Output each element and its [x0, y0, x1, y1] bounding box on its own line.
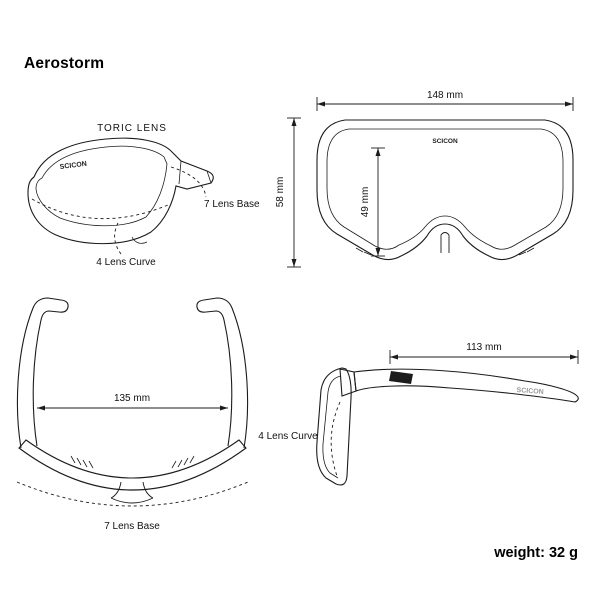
front-glasses: [316, 119, 574, 261]
left-temple: [16, 297, 69, 449]
dim-temple-113-label: 113 mm: [466, 342, 501, 353]
dim-width-148: [316, 97, 574, 111]
perspective-annotation-dashes: [31, 166, 207, 255]
temple-arm: [353, 368, 579, 403]
right-vent-lines: [518, 247, 535, 256]
arrow-right-icon: [570, 354, 578, 360]
top-view-drawing: 135 mm: [16, 297, 249, 507]
arrow-up-icon: [375, 148, 381, 156]
lens-base-dash-arc: [16, 481, 249, 507]
lens-inner-line: [35, 145, 168, 227]
brand-on-lens: SCICON: [59, 161, 87, 171]
front-view-drawing: 148 mm 58 mm 49 mm SCICON: [275, 90, 574, 268]
side-glasses: [316, 367, 579, 486]
dim-width-135: [37, 405, 228, 411]
logo-patch-icon: [389, 371, 413, 384]
left-vent-slots: [70, 455, 94, 469]
arrow-down-icon: [291, 259, 297, 267]
lens-curve-label-perspective: 4 Lens Curve: [96, 257, 156, 268]
dim-height-58: [287, 117, 301, 268]
brand-on-temple: SCICON: [516, 387, 544, 396]
lens-base-label-perspective: 7 Lens Base: [204, 199, 260, 210]
lens-inner-line: [326, 128, 564, 250]
weight-label: weight: 32 g: [494, 545, 578, 561]
arrow-left-icon: [317, 101, 325, 107]
dim-height-58-label: 58 mm: [275, 177, 286, 208]
arrow-right-icon: [565, 101, 573, 107]
arrow-left-icon: [390, 354, 398, 360]
dim-width-135-label: 135 mm: [114, 393, 150, 404]
arrow-up-icon: [291, 118, 297, 126]
lens-base-label-top: 7 Lens Base: [104, 521, 160, 532]
dim-lens-height-49-label: 49 mm: [360, 187, 371, 218]
hinge-block: [339, 368, 357, 397]
nose-notch: [131, 236, 148, 244]
brand-on-lens: SCICON: [432, 138, 458, 145]
dim-width-148-label: 148 mm: [427, 90, 463, 101]
arrow-right-icon: [220, 405, 228, 411]
side-view-drawing: 113 mm SCICON: [316, 342, 579, 486]
page-title: Aerostorm: [24, 55, 105, 72]
lens-curve-leader: [114, 222, 122, 255]
frame-band: [18, 439, 247, 491]
left-vent-lines: [355, 247, 372, 256]
lens-curve-label-side: 4 Lens Curve: [258, 431, 318, 442]
lens-profile: [316, 367, 352, 486]
perspective-glasses: [27, 137, 214, 245]
arrow-down-icon: [375, 248, 381, 256]
lens-inner-line: [322, 375, 342, 479]
lens-outline: [27, 137, 214, 245]
right-temple: [196, 297, 249, 449]
frame-outline: [316, 119, 574, 261]
top-glasses: [16, 297, 249, 504]
temple-fold-lines: [178, 160, 212, 185]
arrow-left-icon: [37, 405, 45, 411]
nose-slot: [440, 232, 450, 253]
lens-curve-dash-arc: [330, 401, 341, 477]
lens-base-leader: [170, 166, 207, 198]
toric-lens-caption: TORIC LENS: [97, 123, 167, 134]
lens-curve-dash-arc: [31, 198, 169, 220]
right-vent-slots: [171, 455, 195, 469]
nose-pads: [110, 481, 154, 504]
dim-lens-height-49: [371, 147, 385, 257]
perspective-view-drawing: SCICON: [27, 137, 214, 255]
dim-temple-113: [389, 350, 579, 364]
